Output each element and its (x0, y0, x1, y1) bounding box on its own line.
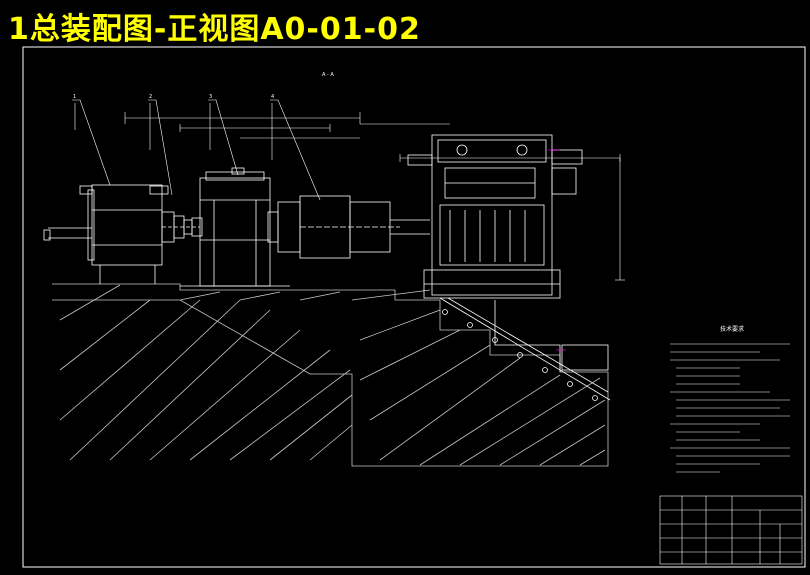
gearbox (180, 167, 290, 287)
drawing-border (22, 46, 806, 568)
drawing-title: 1总装配图-正视图A0-01-02 (8, 12, 421, 47)
discharge-chute (439, 297, 611, 401)
leader-label-3: 3 (209, 94, 212, 100)
motor (43, 184, 169, 284)
magenta-marks (548, 149, 566, 351)
coupling (161, 211, 200, 243)
drum-roller (277, 195, 430, 259)
title-block (659, 495, 803, 565)
tech-notes: 技术要求 (662, 326, 802, 334)
tech-notes-heading: 技术要求 (719, 326, 744, 333)
dimension-lines (74, 103, 625, 281)
tech-notes-lines (670, 343, 790, 473)
section-label: A - A (322, 72, 334, 78)
leader-label-1: 1 (73, 94, 76, 100)
leader-number-labels: 1 2 3 4 (73, 94, 274, 100)
foundation-hatching (52, 283, 609, 467)
crusher-body (407, 134, 583, 299)
leader-lines (72, 99, 321, 201)
leader-label-2: 2 (149, 94, 152, 100)
leader-label-4: 4 (271, 94, 274, 100)
